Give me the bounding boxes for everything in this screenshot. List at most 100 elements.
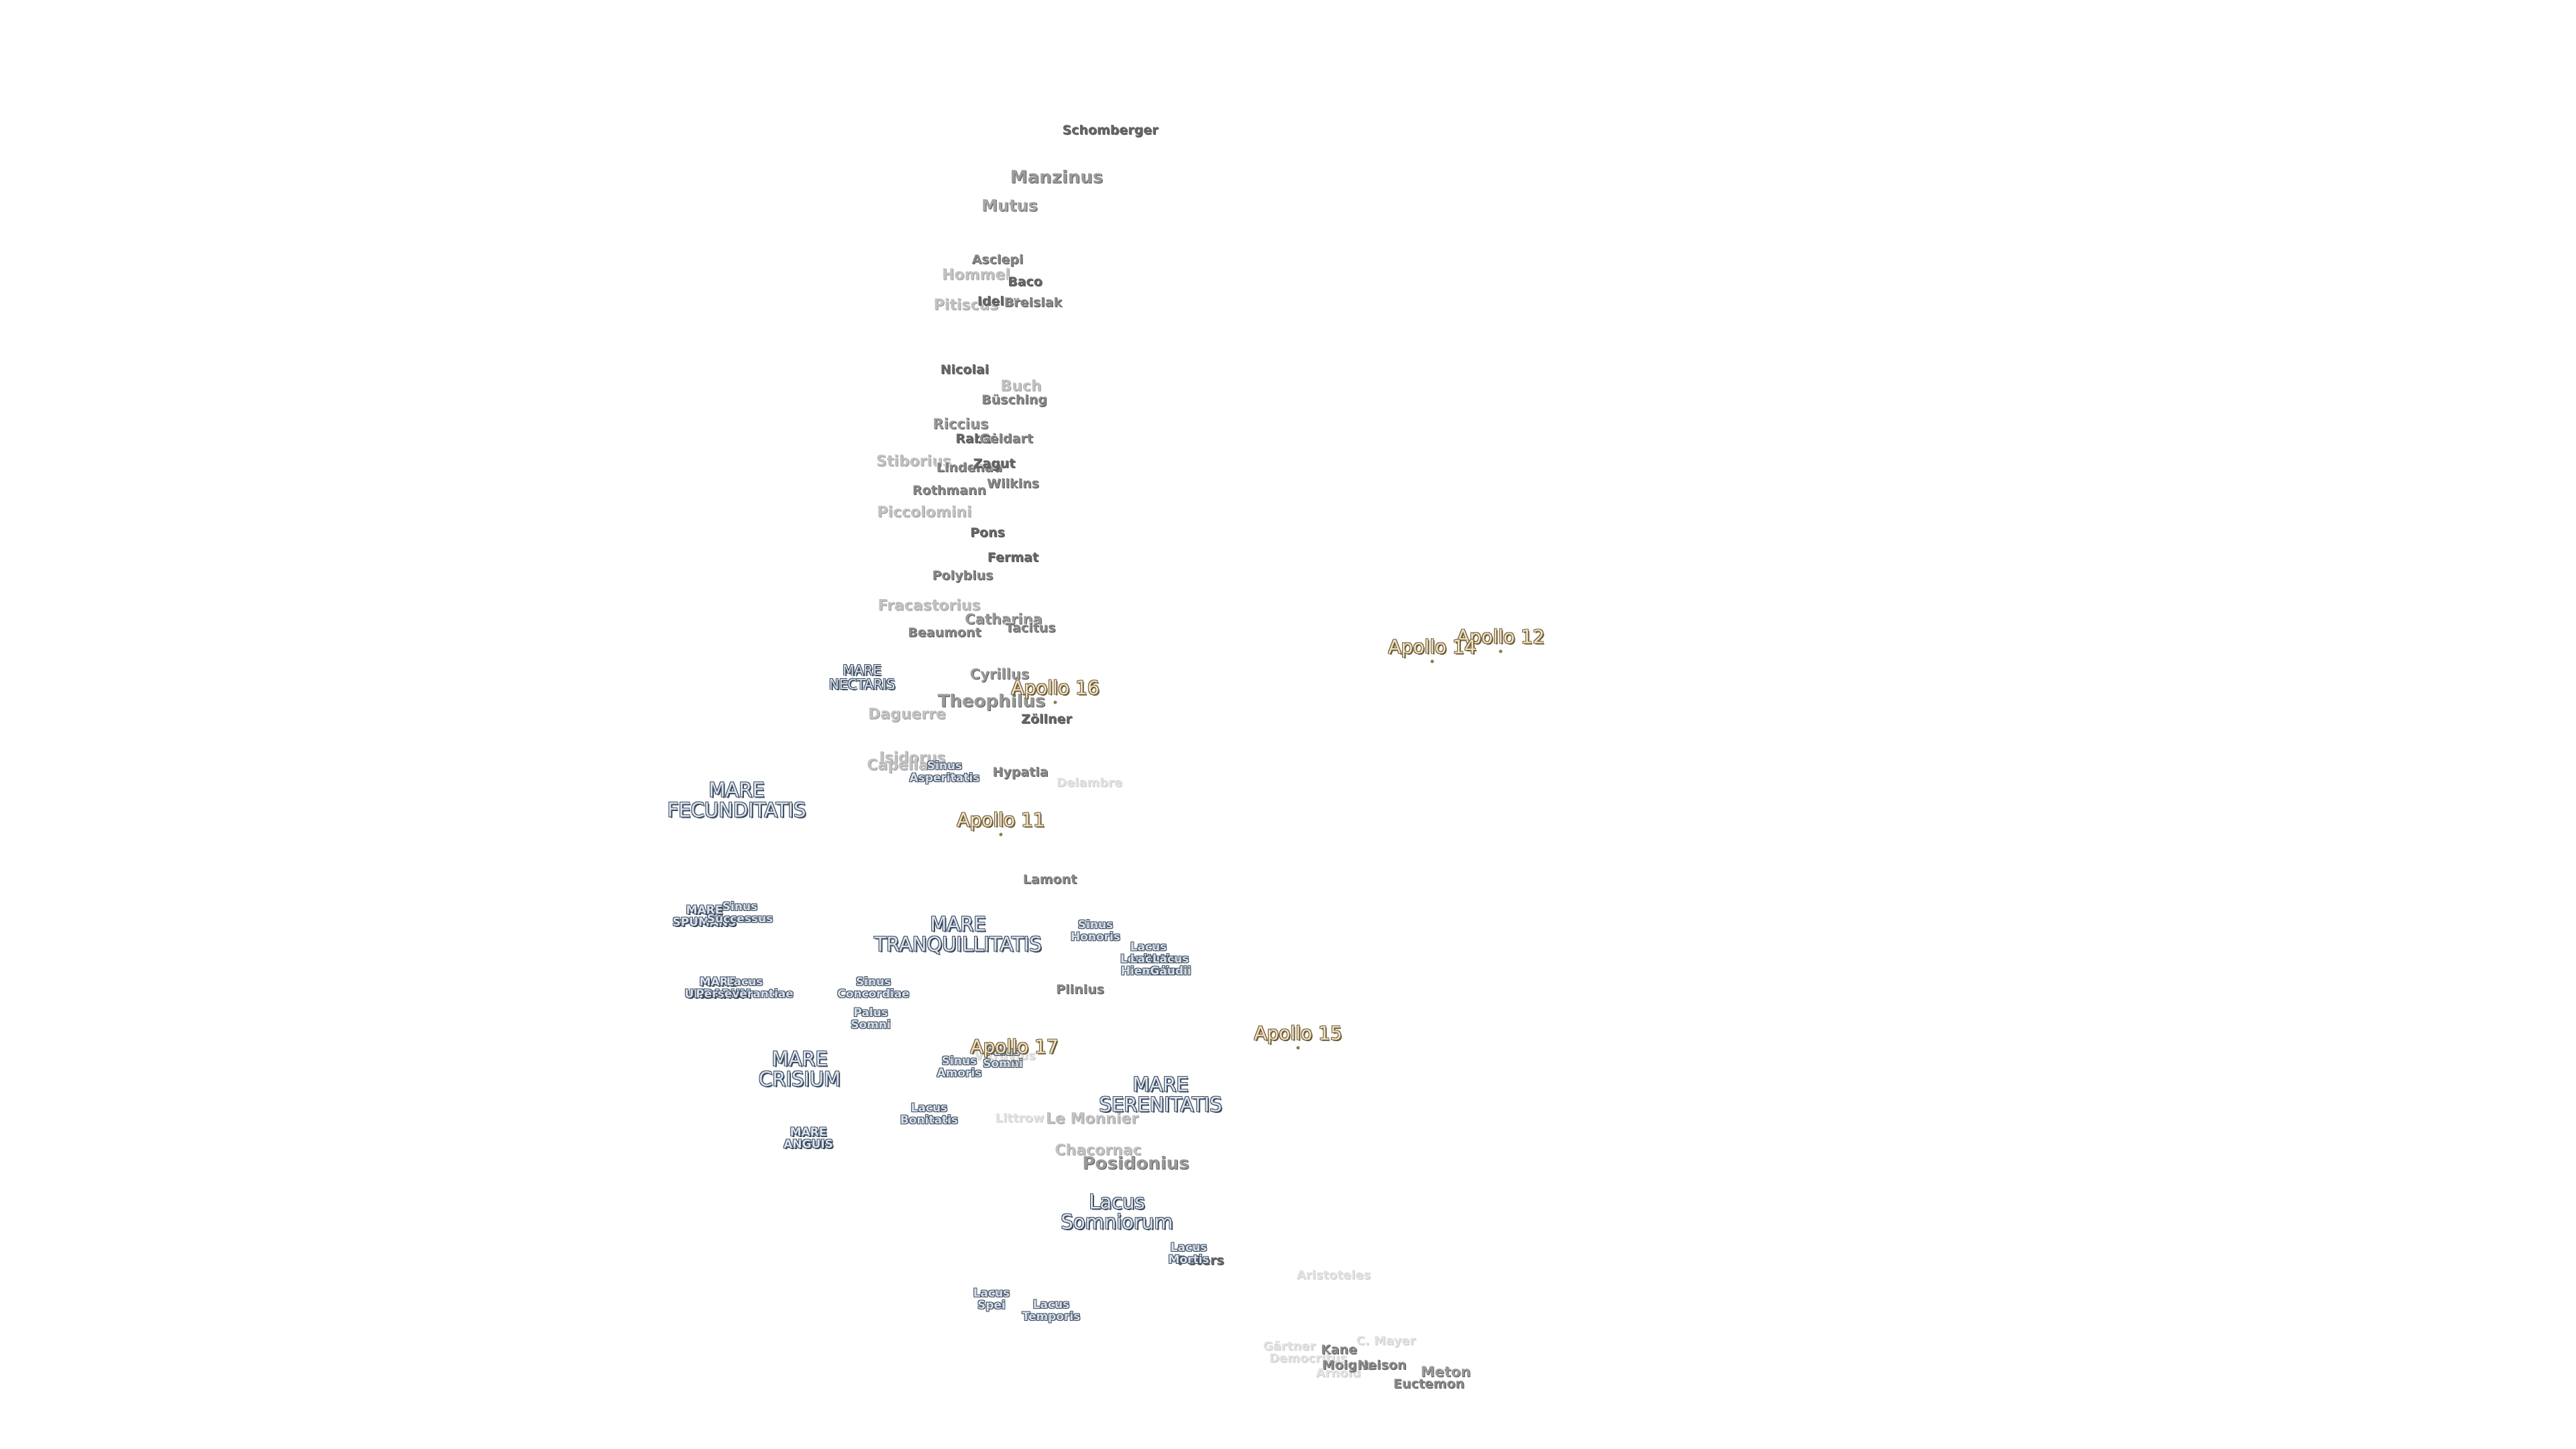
apollo-site-label-apollo-11[interactable]: Apollo 11: [957, 808, 1045, 831]
crater-label-hypatia: Hypatia: [992, 765, 1049, 780]
lacus-label-line1: Lacus: [1170, 1241, 1208, 1255]
crater-label-piccolomini: Piccolomini: [877, 504, 972, 521]
mare-label-line2: Somniorum: [1061, 1211, 1173, 1234]
apollo-landing-marker-icon[interactable]: [999, 833, 1003, 837]
lacus-label-line1: Lacus: [1032, 1298, 1070, 1312]
crater-label-aristoteles: Aristoteles: [1296, 1268, 1371, 1283]
crater-label-democritus: Democritus: [1269, 1351, 1348, 1366]
crater-label-littrow: Littrow: [995, 1111, 1044, 1126]
apollo-site-label-apollo-12[interactable]: Apollo 12: [1456, 625, 1545, 648]
mare-label-line1: MARE: [708, 778, 765, 802]
lacus-label-line1: Palus: [985, 1045, 1020, 1059]
crater-label-cyrillus: Cyrillus: [969, 665, 1030, 682]
lacus-label-line1: Sinus: [722, 900, 758, 914]
crater-label-vitruvius: Vitruvius: [974, 1049, 1036, 1063]
crater-label-schomberger: Schomberger: [1062, 123, 1159, 138]
mare-label-line1: MARE: [930, 912, 986, 936]
crater-label-gartner: Gärtner: [1263, 1339, 1316, 1354]
crater-label-tacitus: Tacitus: [1005, 621, 1056, 636]
mare-label-line2: TRANQUILLITATIS: [874, 933, 1042, 956]
lacus-label-line2: Somni: [851, 1018, 891, 1032]
lacus-label-line1: Lacus: [726, 975, 763, 989]
mare-label-line1: MARE: [790, 1126, 827, 1140]
lacus-label-line2: Honoris: [1070, 930, 1121, 944]
crater-label-wilkins: Wilkins: [987, 476, 1039, 492]
mare-label-line1: MARE: [699, 975, 737, 989]
crater-label-theophilus: Theophilus: [937, 691, 1046, 712]
lacus-label-line1: Lacus: [910, 1102, 948, 1116]
crater-label-euctemon: Euctemon: [1393, 1377, 1465, 1392]
mare-label-line2: FECUNDITATIS: [667, 799, 806, 822]
crater-label-rothmann: Rothmann: [912, 483, 986, 498]
crater-label-hommel: Hommel: [942, 266, 1010, 284]
crater-label-kane: Kane: [1321, 1342, 1357, 1358]
apollo-landing-marker-icon[interactable]: [1053, 700, 1057, 704]
lacus-label-line2: Temporis: [1022, 1310, 1081, 1324]
lacus-label-line2: Concordiae: [837, 987, 910, 1001]
mare-label-line1: MARE: [843, 662, 881, 678]
apollo-site-label-apollo-15[interactable]: Apollo 15: [1254, 1022, 1342, 1044]
crater-label-plinius: Plinius: [1056, 982, 1104, 998]
apollo-landing-marker-icon[interactable]: [1012, 1059, 1016, 1063]
lacus-label-line1: Lacus: [973, 1287, 1010, 1301]
lacus-label-line2: Gaudii: [1150, 965, 1191, 978]
crater-label-peters: Peters: [1177, 1253, 1224, 1269]
crater-label-chacornac: Chacornac: [1055, 1142, 1142, 1159]
crater-label-asclepi: Asclepi: [971, 252, 1024, 268]
lacus-label-line1: Sinus: [926, 759, 963, 773]
lacus-label-line2: Somni: [983, 1057, 1023, 1071]
crater-label-moigno: Moigno: [1322, 1358, 1375, 1373]
lacus-label-line1: Lacus: [1130, 941, 1167, 955]
mare-label-line2: SPUMANS: [672, 916, 737, 929]
apollo-site-label-apollo-14[interactable]: Apollo 14: [1388, 635, 1477, 658]
crater-label-pitiscus: Pitiscus: [933, 297, 999, 314]
apollo-landing-marker-icon[interactable]: [1430, 659, 1434, 663]
crater-label-buch: Buch: [1000, 378, 1042, 395]
crater-label-ideler: Ideler: [977, 294, 1020, 309]
lacus-label-line2: Lenitatis: [1120, 953, 1177, 966]
lacus-label-line1: Sinus: [1077, 918, 1114, 932]
crater-label-meton: Meton: [1420, 1363, 1471, 1380]
crater-label-rabbi: Rabbi: [955, 431, 997, 447]
apollo-site-label-apollo-17[interactable]: Apollo 17: [970, 1035, 1059, 1058]
apollo-landing-marker-icon[interactable]: [1296, 1046, 1300, 1050]
apollo-landing-marker-icon[interactable]: [1499, 649, 1503, 653]
lacus-label-line2: Spei: [977, 1299, 1006, 1312]
crater-label-lamont: Lamont: [1022, 872, 1077, 888]
apollo-site-label-apollo-16[interactable]: Apollo 16: [1011, 676, 1099, 699]
lacus-label-line2: Mortis: [1168, 1253, 1210, 1267]
crater-label-stiborius: Stiborius: [876, 453, 951, 470]
crater-label-catharina: Catharina: [965, 610, 1042, 627]
mare-label-line1: Lacus: [1089, 1190, 1145, 1214]
crater-label-riccius: Riccius: [932, 415, 989, 432]
lacus-label-line1: Lacus: [1130, 953, 1167, 967]
crater-label-geldart: Geldart: [979, 431, 1033, 447]
mare-label-line2: UNDARUM: [684, 987, 751, 1001]
crater-label-breislak: Breislak: [1004, 295, 1063, 311]
lacus-label-line2: Perseverantiae: [696, 987, 794, 1001]
mare-label-line2: ANGUIS: [784, 1138, 833, 1151]
crater-label-mutus: Mutus: [981, 196, 1038, 215]
crater-label-busching: Büsching: [981, 392, 1047, 408]
lacus-label-line2: Successus: [706, 912, 773, 926]
lacus-label-line1: Sinus: [941, 1055, 977, 1069]
crater-label-polybius: Polybius: [932, 568, 994, 584]
crater-label-fermat: Fermat: [987, 550, 1039, 566]
